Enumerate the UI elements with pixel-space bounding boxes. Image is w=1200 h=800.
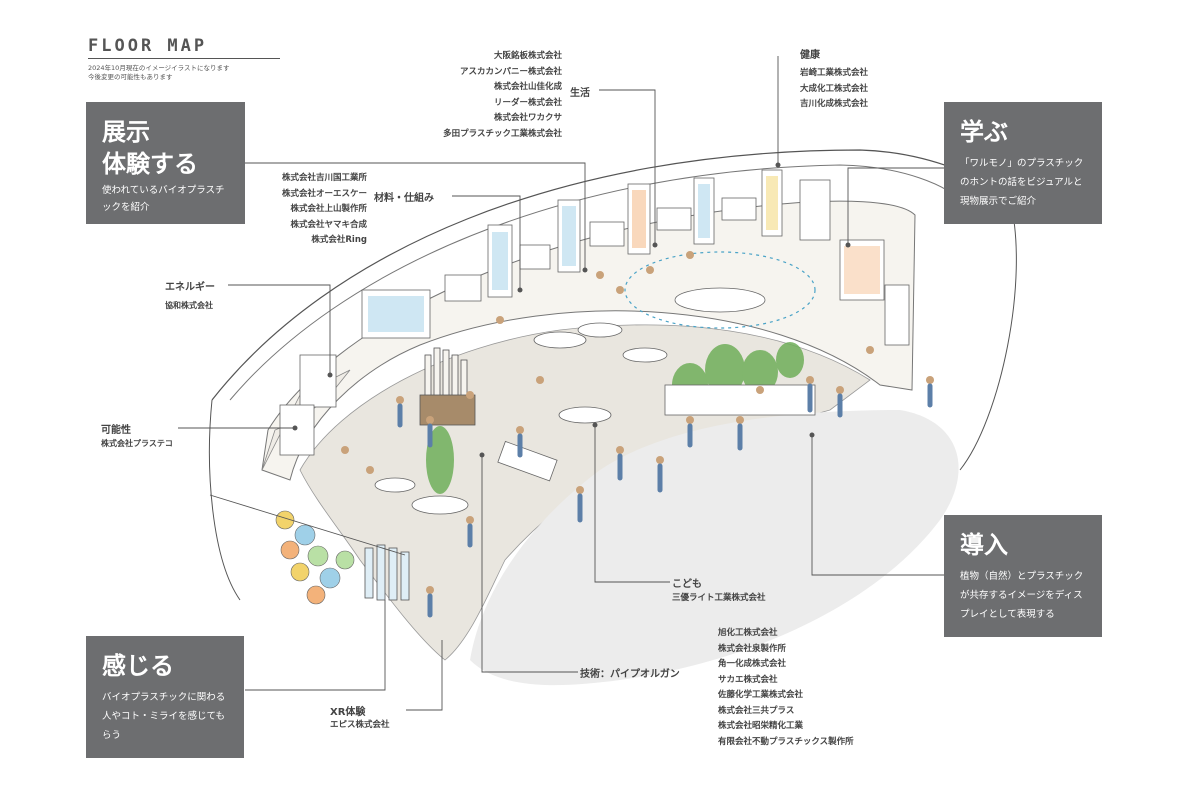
zone-seikatsu-label: 生活: [570, 88, 590, 99]
company-name: 株式会社昭栄精化工業: [718, 721, 804, 731]
outer-left-curve: [209, 399, 241, 601]
zone-xr-label: XR体験: [330, 707, 366, 718]
card-dounyu-title: 導入: [960, 531, 1008, 559]
card-kanjiru: 感じる バイオプラスチックに関わる 人やコト・ミライを感じても らう: [86, 636, 244, 758]
visitors: [341, 251, 934, 594]
header-note-line-2: 今後変更の可能性もあります: [88, 73, 173, 81]
zone-gijutsu-label: 技術：パイプオルガン: [580, 669, 680, 680]
zone-zairyou-label: 材料・仕組み: [374, 193, 434, 204]
company-name: 株式会社オーエスケー: [281, 188, 367, 199]
card-dounyu-desc-line-3: プレイとして表現する: [960, 609, 1055, 620]
card-dounyu-desc-line-2: が共存するイメージをディス: [960, 590, 1083, 601]
title-underline: [88, 58, 280, 59]
zone-energy-companies: 協和株式会社: [165, 298, 213, 314]
card-manabu-description: 「ワルモノ」のプラスチック のホントの話をビジュアルと 現物展示でご紹介: [960, 154, 1088, 211]
company-name: 旭化工株式会社: [718, 628, 778, 638]
zone-zairyou-companies: 株式会社吉川国工業所 株式会社オーエスケー 株式会社上山製作所 株式会社ヤマキ合…: [225, 171, 367, 249]
company-name: 協和株式会社: [165, 301, 213, 310]
company-name: 大阪銘板株式会社: [493, 51, 562, 61]
exhibit-tables: [374, 287, 766, 515]
zone-xr-companies: エピス株式会社: [330, 718, 390, 734]
card-manabu-desc-line-2: のホントの話をビジュアルと: [960, 177, 1083, 188]
company-name: リーダー株式会社: [493, 97, 562, 108]
card-dounyu-description: 植物（自然）とプラスチック が共存するイメージをディス プレイとして表現する: [960, 567, 1088, 624]
company-name: 株式会社ワカクサ: [493, 113, 562, 123]
card-tenji-desc-line-2: ックを紹介: [102, 202, 150, 213]
card-dounyu-desc-line-1: 植物（自然）とプラスチック: [960, 571, 1084, 582]
card-tenji-desc-line-1: 使われているバイオプラスチ: [102, 185, 225, 196]
company-name: 株式会社吉川国工業所: [281, 173, 367, 183]
card-kanjiru-title: 感じる: [102, 652, 174, 680]
header-note-line-1: 2024年10月現在のイメージイラストになります: [88, 64, 230, 72]
card-tenji-title-line-2: 体験する: [102, 150, 198, 178]
card-manabu: 学ぶ 「ワルモノ」のプラスチック のホントの話をビジュアルと 現物展示でご紹介: [944, 102, 1102, 224]
company-name: 株式会社上山製作所: [290, 204, 367, 214]
zone-seikatsu-companies: 大阪銘板株式会社 アスカカンパニー株式会社 株式会社山佳化成 リーダー株式会社 …: [410, 49, 562, 142]
pipe-organ: [419, 347, 476, 426]
company-name: 株式会社ヤマキ合成: [290, 219, 367, 230]
zone-kodomo-label: こども: [672, 579, 702, 590]
company-name: 株式会社Ring: [311, 235, 367, 245]
floor-map-title: FLOOR MAP: [88, 36, 208, 56]
card-manabu-desc-line-1: 「ワルモノ」のプラスチック: [960, 158, 1084, 169]
card-manabu-title: 学ぶ: [960, 118, 1008, 146]
card-tenji-title: 展示 体験する: [102, 116, 231, 180]
company-name: 株式会社泉製作所: [718, 643, 787, 654]
poster-accents: [368, 176, 880, 332]
card-kanjiru-desc-line-2: 人やコト・ミライを感じても: [102, 711, 226, 722]
zone-kenkou-companies: 岩崎工業株式会社 大成化工株式会社 吉川化成株式会社: [800, 66, 868, 113]
company-name: サカエ株式会社: [718, 674, 778, 685]
company-name: 岩崎工業株式会社: [800, 68, 869, 78]
leader-lines: [178, 56, 944, 711]
company-name: エピス株式会社: [330, 720, 390, 730]
zone-kanousei-label: 可能性: [101, 425, 131, 436]
company-name: アスカカンパニー株式会社: [459, 66, 562, 77]
planter-box: [664, 384, 816, 416]
company-name: 株式会社プラステコ: [101, 439, 173, 448]
card-manabu-desc-line-3: 現物展示でご紹介: [960, 196, 1037, 207]
bubble-wall: [275, 510, 355, 605]
company-name: 株式会社山佳化成: [493, 82, 562, 92]
card-kanjiru-desc-line-1: バイオプラスチックに関わる: [102, 692, 226, 703]
card-kanjiru-desc-line-3: らう: [102, 730, 122, 741]
company-name: 佐藤化学工業株式会社: [718, 690, 804, 700]
floor-shadow: [470, 410, 959, 686]
plant-display: [426, 342, 804, 494]
zone-kodomo-companies: 三優ライト工業株式会社: [672, 591, 766, 607]
visitor-bodies: [397, 383, 933, 618]
company-name: 多田プラスチック工業株式会社: [443, 128, 562, 139]
outer-right-curve: [959, 199, 1017, 471]
company-name: 大成化工株式会社: [800, 83, 869, 94]
leader-dots: [292, 162, 851, 458]
card-tenji-title-line-1: 展示: [102, 118, 150, 146]
header-note: 2024年10月現在のイメージイラストになります 今後変更の可能性もあります: [88, 64, 230, 82]
zone-kanousei-companies: 株式会社プラステコ: [101, 436, 173, 452]
company-name: 角一化成株式会社: [718, 659, 787, 669]
xr-tubes: [364, 544, 410, 601]
company-name: 吉川化成株式会社: [800, 99, 869, 109]
card-kanjiru-description: バイオプラスチックに関わる 人やコト・ミライを感じても らう: [102, 688, 230, 745]
company-name: 有限会社不動プラスチックス製作所: [718, 736, 854, 747]
zone-gijutsu-companies: 旭化工株式会社 株式会社泉製作所 角一化成株式会社 サカエ株式会社 佐藤化学工業…: [718, 626, 854, 750]
card-dounyu: 導入 植物（自然）とプラスチック が共存するイメージをディス プレイとして表現す…: [944, 515, 1102, 637]
card-tenji-taiken: 展示 体験する 使われているバイオプラスチ ックを紹介: [86, 102, 245, 224]
zone-energy-label: エネルギー: [165, 282, 215, 293]
company-name: 株式会社三共プラス: [718, 705, 795, 716]
light-ring: [624, 251, 816, 329]
card-tenji-description: 使われているバイオプラスチ ックを紹介: [102, 182, 231, 216]
zone-kenkou-label: 健康: [800, 50, 820, 61]
company-name: 三優ライト工業株式会社: [672, 593, 766, 603]
